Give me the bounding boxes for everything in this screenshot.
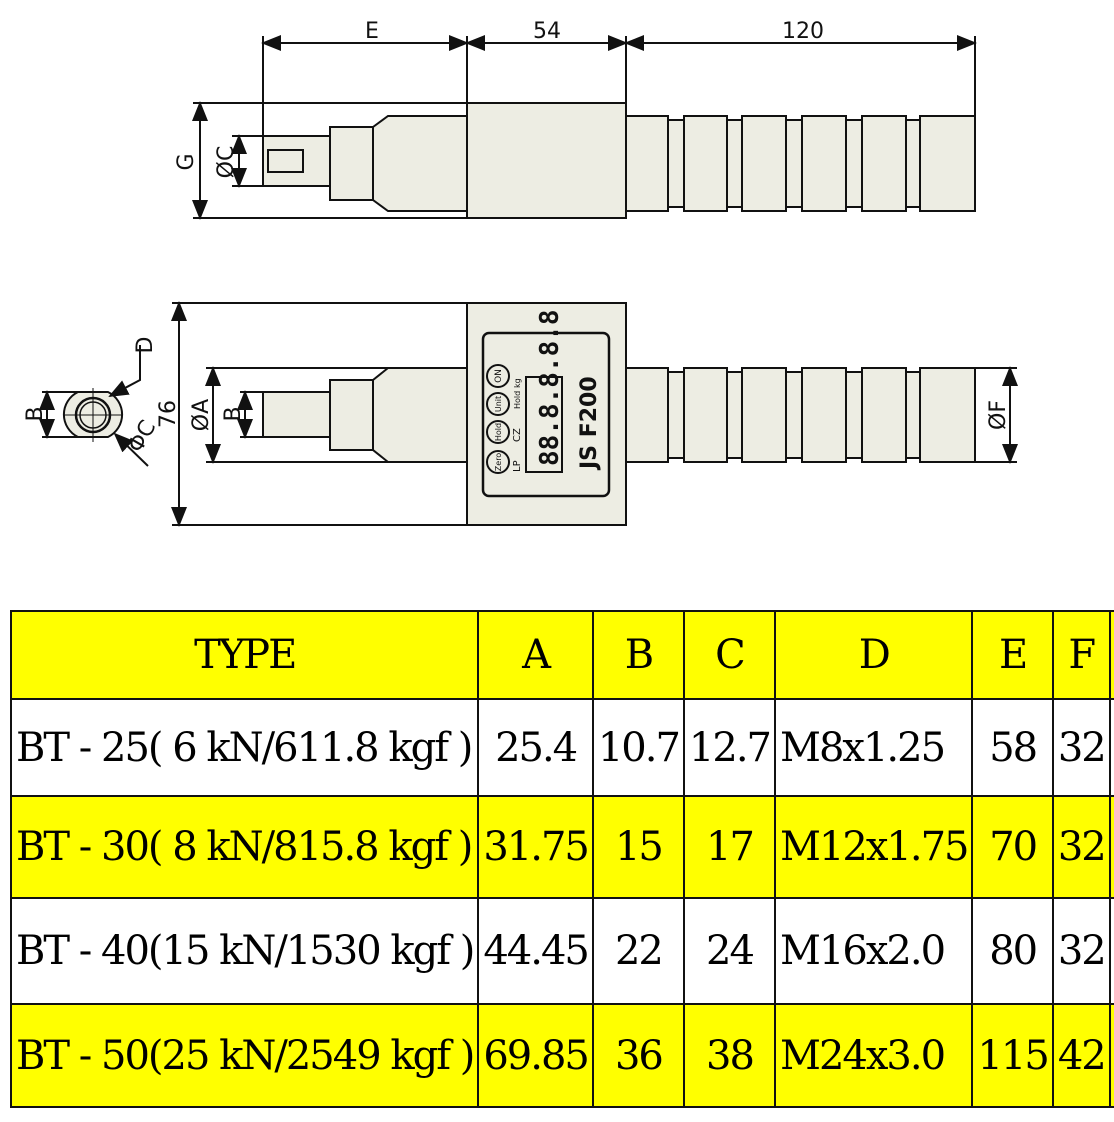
cell-e: 115: [971, 1003, 1054, 1108]
cell-d: M24x3.0: [773, 1003, 974, 1108]
dimension-table: TYPE A B C D E F G BT - 25( 6 kN/611.8 k…: [9, 610, 1114, 1108]
svg-text:JS F200: JS F200: [577, 376, 602, 471]
cell-f: 32: [1051, 698, 1111, 797]
cell-d: M12x1.75: [773, 795, 974, 899]
dim-g: G: [174, 153, 199, 170]
cell-b: 15: [591, 795, 685, 899]
svg-text:CZ: CZ: [512, 428, 523, 442]
cell-a: 31.75: [477, 795, 594, 899]
header-d: D: [773, 610, 974, 700]
unit-button-label: Unit: [494, 396, 503, 412]
header-b: B: [591, 610, 685, 700]
zero-button-label: Zero: [494, 453, 503, 472]
table-header-row: TYPE A B C D E F G: [9, 610, 1114, 700]
cell-e: 80: [971, 897, 1054, 1005]
hold-button-label: Hold: [494, 423, 503, 441]
cell-a: 44.45: [477, 897, 594, 1005]
cell-c: 17: [682, 795, 776, 899]
cell-type: BT - 30( 8 kN/815.8 kgf ): [9, 795, 480, 899]
cell-f: 32: [1051, 795, 1111, 899]
cell-e: 58: [971, 698, 1054, 797]
cell-b: 36: [591, 1003, 685, 1108]
cell-d: M16x2.0: [773, 897, 974, 1005]
on-button-label: ON: [494, 369, 504, 383]
cell-f: 32: [1051, 897, 1111, 1005]
dim-76: 76: [156, 400, 181, 428]
dim-120: 120: [782, 19, 824, 44]
dim-oc: ØC: [214, 146, 239, 179]
dim-54: 54: [533, 19, 561, 44]
cell-c: 12.7: [682, 698, 776, 797]
cell-c: 24: [682, 897, 776, 1005]
cell-d: M8x1.25: [773, 698, 974, 797]
header-e: E: [971, 610, 1054, 700]
display-content: JS F200 88.8.8.8.8 LP CZ Hold kg Zero Ho…: [486, 309, 602, 474]
technical-drawing: E 54 120 G ØC JS F200 88.8.8.8.8 LP CZ H…: [23, 19, 1018, 527]
cell-type: BT - 25( 6 kN/611.8 kgf ): [9, 698, 480, 797]
cell-type: BT - 50(25 kN/2549 kgf ): [9, 1003, 480, 1108]
header-type: TYPE: [9, 610, 480, 700]
header-c: C: [682, 610, 776, 700]
cell-b: 10.7: [591, 698, 685, 797]
dim-b-front: B: [221, 406, 246, 421]
cell-b: 22: [591, 897, 685, 1005]
svg-text:Hold: Hold: [513, 391, 522, 409]
cell-g: 40: [1108, 897, 1114, 1005]
svg-text:kg: kg: [513, 378, 522, 388]
cell-g: 50: [1108, 1003, 1114, 1108]
end-view: B D ΦC: [23, 337, 161, 467]
dim-d: D: [133, 337, 158, 354]
cell-f: 42: [1051, 1003, 1111, 1108]
dim-oa: ØA: [189, 399, 214, 431]
cell-a: 69.85: [477, 1003, 594, 1108]
cell-type: BT - 40(15 kN/1530 kgf ): [9, 897, 480, 1005]
header-f: F: [1051, 610, 1111, 700]
cell-a: 25.4: [477, 698, 594, 797]
header-g: G: [1108, 610, 1114, 700]
seven-segment-readout: 88.8.8.8.8: [535, 309, 565, 466]
dim-of: ØF: [986, 400, 1011, 430]
cell-g: 40: [1108, 698, 1114, 797]
top-view: E 54 120 G ØC: [174, 19, 977, 220]
cell-c: 38: [682, 1003, 776, 1108]
cell-e: 70: [971, 795, 1054, 899]
svg-text:LP: LP: [512, 460, 523, 472]
dim-b-end: B: [23, 406, 48, 421]
display-panel: [481, 331, 611, 498]
cell-g: 40: [1108, 795, 1114, 899]
header-a: A: [477, 610, 594, 700]
dim-e: E: [365, 19, 379, 44]
front-view: JS F200 88.8.8.8.8 LP CZ Hold kg Zero Ho…: [156, 301, 1018, 527]
